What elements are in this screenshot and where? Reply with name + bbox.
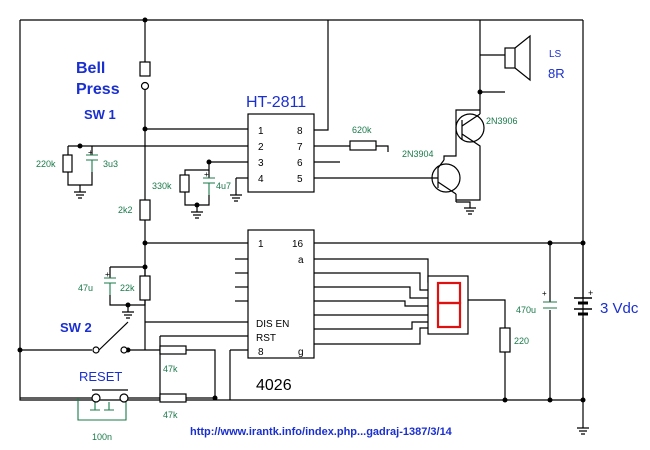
label-470u: 470u xyxy=(516,305,536,315)
capacitor-47u xyxy=(104,277,116,295)
plus-3u3: + xyxy=(88,148,93,157)
cd-pin-disen: DIS EN xyxy=(256,319,289,330)
resistor-47k-b xyxy=(159,393,187,403)
resistor-22k xyxy=(139,275,151,301)
label-ls: LS xyxy=(549,49,562,60)
plus-470u: + xyxy=(542,289,547,298)
resistor-220k xyxy=(62,154,73,173)
label-3u3: 3u3 xyxy=(103,159,118,169)
label-620k: 620k xyxy=(352,125,372,135)
label-22k: 22k xyxy=(120,283,135,293)
label-2n3904: 2N3904 xyxy=(402,149,434,159)
label-ht2811: HT-2811 xyxy=(246,94,306,111)
seven-segment-display xyxy=(427,275,469,335)
label-330k: 330k xyxy=(152,181,172,191)
ht-pin3: 3 xyxy=(258,158,264,169)
label-100n: 100n xyxy=(92,432,112,442)
label-4u7: 4u7 xyxy=(216,181,231,191)
bell-press-switch[interactable] xyxy=(139,61,151,91)
resistor-2k2 xyxy=(139,199,151,221)
transistor-2n3906 xyxy=(455,113,485,143)
cd-pin-a: a xyxy=(298,255,304,266)
ht-pin5: 5 xyxy=(297,174,303,185)
label-sw2: SW 2 xyxy=(60,320,92,335)
ht-pin8: 8 xyxy=(297,126,303,137)
ht-pin1: 1 xyxy=(258,126,264,137)
label-47k-a: 47k xyxy=(163,364,178,374)
ht-pin6: 6 xyxy=(297,158,303,169)
capacitor-100n xyxy=(77,398,127,421)
ht-pin7: 7 xyxy=(297,142,303,153)
label-press: Press xyxy=(76,81,120,98)
label-2k2: 2k2 xyxy=(118,205,133,215)
junction-dots xyxy=(17,17,586,403)
plus-4u7: + xyxy=(204,170,209,179)
label-220: 220 xyxy=(514,336,529,346)
label-47k-b: 47k xyxy=(163,410,178,420)
cd-pin-g: g xyxy=(298,347,304,358)
reset-button[interactable] xyxy=(91,389,129,403)
battery-icon xyxy=(574,297,592,316)
cd-pin-rst: RST xyxy=(256,333,276,344)
cd-pin1: 1 xyxy=(258,239,264,250)
label-220k: 220k xyxy=(36,159,56,169)
resistor-620k xyxy=(349,140,377,151)
resistor-47k-a xyxy=(159,345,187,355)
plus-47u: + xyxy=(105,270,110,279)
label-4026: 4026 xyxy=(256,377,292,394)
cd4026-chip: 1 16 a DIS EN RST 8 g xyxy=(247,229,315,359)
capacitor-470u xyxy=(543,301,557,309)
label-bell: Bell xyxy=(76,60,105,77)
label-reset: RESET xyxy=(79,369,122,384)
label-8r: 8R xyxy=(548,66,565,81)
label-2n3906: 2N3906 xyxy=(486,116,518,126)
cd-pin16: 16 xyxy=(292,239,304,250)
loudspeaker-icon xyxy=(504,34,531,82)
transistor-2n3904 xyxy=(431,163,461,193)
label-3vdc: 3 Vdc xyxy=(600,300,639,317)
label-47u: 47u xyxy=(78,283,93,293)
cd-pin8: 8 xyxy=(258,347,264,358)
label-sw1: SW 1 xyxy=(84,107,116,122)
ht2811-chip: 1 2 3 4 8 7 6 5 xyxy=(247,113,315,193)
resistor-330k xyxy=(179,174,190,193)
sw2-switch[interactable] xyxy=(92,321,129,354)
plus-battery: + xyxy=(588,288,593,298)
ht-pin4: 4 xyxy=(258,174,264,185)
capacitor-3u3 xyxy=(86,154,98,172)
ht-pin2: 2 xyxy=(258,142,264,153)
source-url: http://www.irantk.info/index.php...gadra… xyxy=(190,426,453,438)
capacitor-4u7 xyxy=(203,177,215,195)
ground-symbols xyxy=(74,191,589,435)
resistor-220 xyxy=(499,327,511,353)
